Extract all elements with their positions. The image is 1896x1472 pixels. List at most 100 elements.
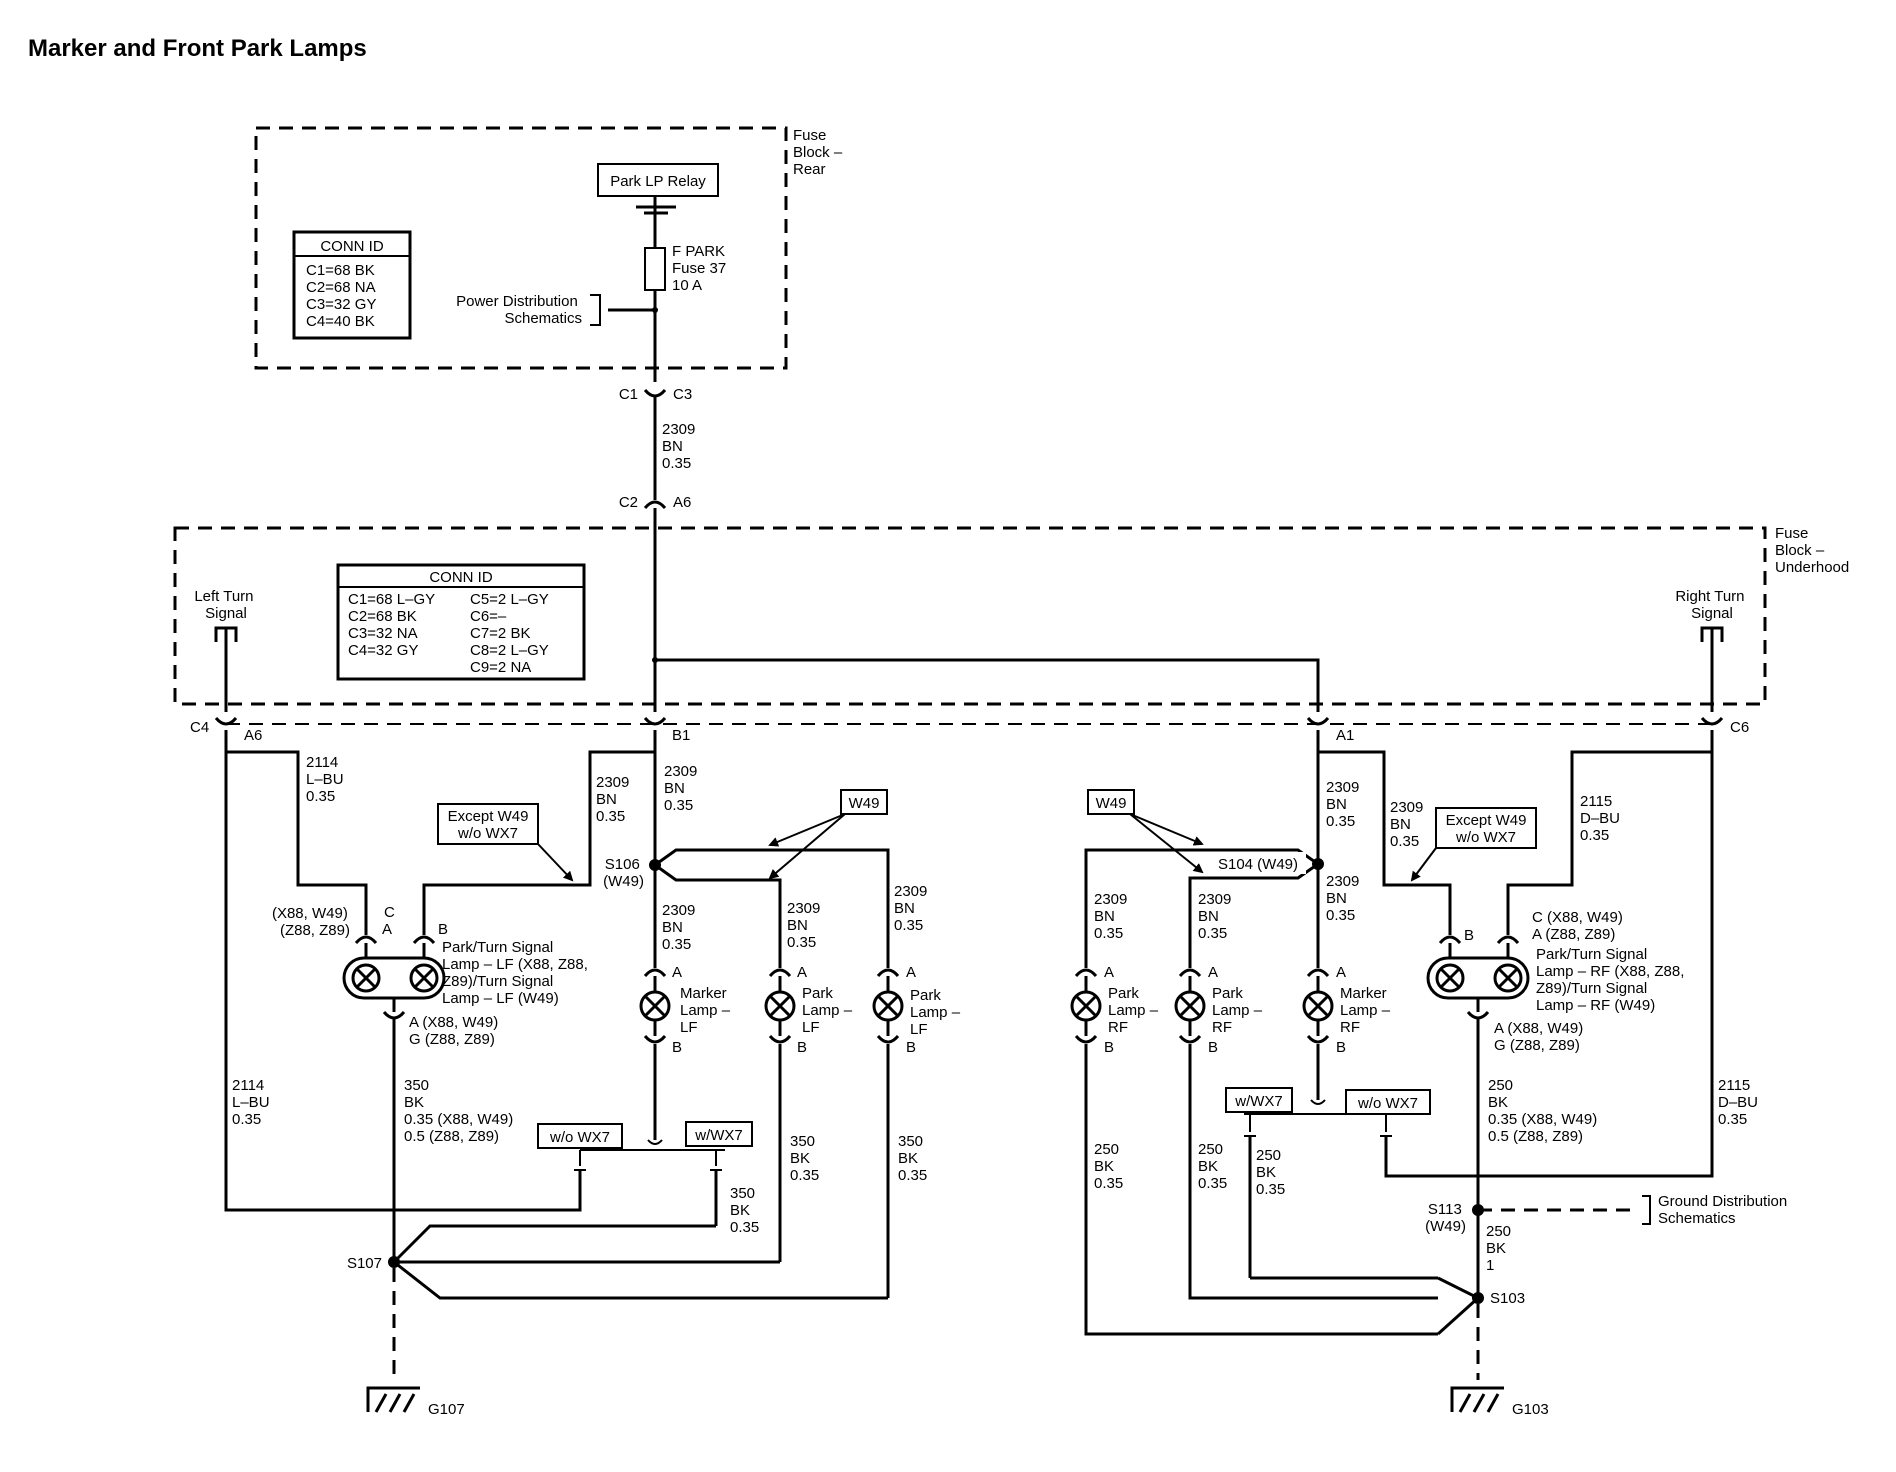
lf-lamp-name: Park/Turn Signal Lamp – LF (X88, Z88, Z8… bbox=[442, 939, 592, 1007]
connector-a6-label: A6 bbox=[244, 727, 262, 744]
wire-2115-top-label: 2115 D–BU 0.35 bbox=[1580, 793, 1624, 844]
park-lf2-pin-a: A bbox=[906, 964, 916, 981]
wire-250-rpark2-label: 250 BK 0.35 bbox=[1198, 1141, 1227, 1192]
connector-c1-label: C1 bbox=[619, 386, 638, 403]
park-rf2-pin-b: B bbox=[1208, 1039, 1218, 1056]
svg-text:W49: W49 bbox=[1096, 795, 1127, 812]
rf-lamp-pin-c: C (X88, W49) bbox=[1532, 909, 1623, 926]
park-lf2-label: Park Lamp – LF bbox=[910, 987, 964, 1038]
rf-lamp-pin-bottom: A (X88, W49) G (Z88, Z89) bbox=[1494, 1020, 1587, 1054]
svg-text:w/o WX7: w/o WX7 bbox=[457, 825, 518, 842]
wire-350-lf-label: 350 BK 0.35 (X88, W49) 0.5 (Z88, Z89) bbox=[404, 1077, 517, 1145]
wire-2114-bottom-label: 2114 L–BU 0.35 bbox=[232, 1077, 274, 1128]
except-w49-right-box: Except W49 w/o WX7 bbox=[1435, 807, 1537, 849]
svg-text:w/o WX7: w/o WX7 bbox=[1455, 829, 1516, 846]
wire-2309-rpark2-label: 2309 BN 0.35 bbox=[1198, 891, 1236, 942]
wire-2115-bottom-label: 2115 D–BU 0.35 bbox=[1718, 1077, 1762, 1128]
wire-250-ground-label: 250 BK 1 bbox=[1486, 1223, 1515, 1274]
w-wx7-left-box: w/WX7 bbox=[685, 1121, 753, 1147]
svg-text:C1=68 L–GY: C1=68 L–GY bbox=[348, 591, 435, 608]
fuse-f-park bbox=[644, 247, 666, 291]
power-distribution-ref: Power Distribution Schematics bbox=[456, 293, 582, 327]
marker-rf-pin-b: B bbox=[1336, 1039, 1346, 1056]
splice-s113-label: S113 (W49) bbox=[1425, 1201, 1466, 1235]
svg-text:CONN ID: CONN ID bbox=[429, 569, 493, 586]
svg-text:C8=2 L–GY: C8=2 L–GY bbox=[470, 642, 549, 659]
fuse-block-underhood-label: Fuse Block – Underhood bbox=[1775, 525, 1849, 576]
fuse-block-rear-label: Fuse Block – Rear bbox=[793, 127, 846, 178]
except-w49-left-box: Except W49 w/o WX7 bbox=[437, 803, 539, 845]
right-turn-signal-label: Right Turn Signal bbox=[1675, 588, 1748, 622]
ground-g103-label: G103 bbox=[1512, 1401, 1549, 1418]
svg-text:C4=40 BK: C4=40 BK bbox=[306, 313, 375, 330]
park-lf2-pin-b: B bbox=[906, 1039, 916, 1056]
lf-lamp-pin-c: C bbox=[384, 904, 395, 921]
park-lamp-rf-2 bbox=[1174, 968, 1206, 1044]
wire-350-marker-label: 350 BK 0.35 bbox=[730, 1185, 759, 1236]
wo-wx7-left-box: w/o WX7 bbox=[537, 1123, 623, 1149]
connector-a6-top-label: A6 bbox=[673, 494, 691, 511]
marker-lamp-rf bbox=[1302, 968, 1334, 1044]
rf-lamp-pin-a: A (Z88, Z89) bbox=[1532, 926, 1615, 943]
conn-id-table-underhood: CONN ID C1=68 L–GY C2=68 BK C3=32 NA C4=… bbox=[336, 563, 586, 681]
park-lamp-lf-2 bbox=[872, 968, 904, 1044]
wo-wx7-right-box: w/o WX7 bbox=[1345, 1089, 1431, 1115]
connector-c4-label: C4 bbox=[190, 719, 209, 736]
svg-text:CONN ID: CONN ID bbox=[320, 238, 384, 255]
lf-park-turn-lamp bbox=[342, 935, 446, 1020]
svg-text:w/WX7: w/WX7 bbox=[1234, 1093, 1283, 1110]
splice-s104-label: S104 (W49) bbox=[1218, 856, 1298, 873]
connector-a1-label: A1 bbox=[1336, 727, 1354, 744]
marker-lamp-lf bbox=[639, 968, 671, 1044]
connector-row-c4-c6 bbox=[214, 716, 1724, 726]
connector-c3-label: C3 bbox=[673, 386, 692, 403]
conn-id-table-rear: CONN ID C1=68 BK C2=68 NA C3=32 GY C4=40… bbox=[292, 230, 412, 340]
fuse-label: F PARK Fuse 37 10 A bbox=[672, 243, 730, 294]
park-lamp-lf-1 bbox=[764, 968, 796, 1044]
wire-250-rmarker-label: 250 BK 0.35 bbox=[1256, 1147, 1285, 1198]
wire-2309-b1-left-label: 2309 BN 0.35 bbox=[596, 774, 634, 825]
marker-rf-label: Marker Lamp – RF bbox=[1340, 985, 1394, 1036]
lf-lamp-pin-b: B bbox=[438, 921, 448, 938]
svg-text:Except W49: Except W49 bbox=[448, 808, 529, 825]
svg-text:C3=32 GY: C3=32 GY bbox=[306, 296, 376, 313]
svg-text:C2=68 BK: C2=68 BK bbox=[348, 608, 417, 625]
svg-text:C7=2 BK: C7=2 BK bbox=[470, 625, 530, 642]
rf-lamp-name: Park/Turn Signal Lamp – RF (X88, Z88, Z8… bbox=[1536, 946, 1689, 1014]
splice-s103-label: S103 bbox=[1490, 1290, 1525, 1307]
w49-left-box: W49 bbox=[840, 789, 888, 815]
splice-s107-label: S107 bbox=[347, 1255, 382, 1272]
connector-c2-label: C2 bbox=[619, 494, 638, 511]
park-lf1-pin-b: B bbox=[797, 1039, 807, 1056]
svg-text:w/WX7: w/WX7 bbox=[694, 1127, 743, 1144]
wire-2309-rmarker-label: 2309 BN 0.35 bbox=[1326, 873, 1364, 924]
svg-text:C5=2 L–GY: C5=2 L–GY bbox=[470, 591, 549, 608]
connector-b1-label: B1 bbox=[672, 727, 690, 744]
connector-c6-label: C6 bbox=[1730, 719, 1749, 736]
wire-2309-lpark2-label: 2309 BN 0.35 bbox=[894, 883, 932, 934]
page-title: Marker and Front Park Lamps bbox=[28, 35, 367, 62]
lf-lamp-pin-bottom: A (X88, W49) G (Z88, Z89) bbox=[409, 1014, 502, 1048]
wire-350-park2-label: 350 BK 0.35 bbox=[898, 1133, 927, 1184]
wire-2309-b1-right-label: 2309 BN 0.35 bbox=[664, 763, 702, 814]
lf-lamp-pin-a: A bbox=[382, 921, 392, 938]
svg-text:C1=68 BK: C1=68 BK bbox=[306, 262, 375, 279]
wire-2309-top-label: 2309 BN 0.35 bbox=[662, 421, 700, 472]
connector-c2-a6 bbox=[643, 500, 667, 510]
park-rf2-label: Park Lamp – RF bbox=[1212, 985, 1266, 1036]
park-rf1-pin-a: A bbox=[1104, 964, 1114, 981]
svg-text:w/o WX7: w/o WX7 bbox=[1357, 1095, 1418, 1112]
marker-lf-pin-a: A bbox=[672, 964, 682, 981]
svg-text:Park LP Relay: Park LP Relay bbox=[610, 173, 706, 190]
w-wx7-right-box: w/WX7 bbox=[1225, 1087, 1293, 1113]
park-lp-relay: Park LP Relay bbox=[597, 163, 719, 215]
wire-250-rpark1-label: 250 BK 0.35 bbox=[1094, 1141, 1123, 1192]
marker-lf-pin-b: B bbox=[672, 1039, 682, 1056]
svg-text:C6=–: C6=– bbox=[470, 608, 507, 625]
wire-350-park1-label: 350 BK 0.35 bbox=[790, 1133, 819, 1184]
park-rf1-label: Park Lamp – RF bbox=[1108, 985, 1162, 1036]
w49-right-box: W49 bbox=[1087, 789, 1135, 815]
lf-lamp-pin-c-options: (X88, W49) (Z88, Z89) bbox=[272, 905, 352, 939]
park-rf1-pin-b: B bbox=[1104, 1039, 1114, 1056]
